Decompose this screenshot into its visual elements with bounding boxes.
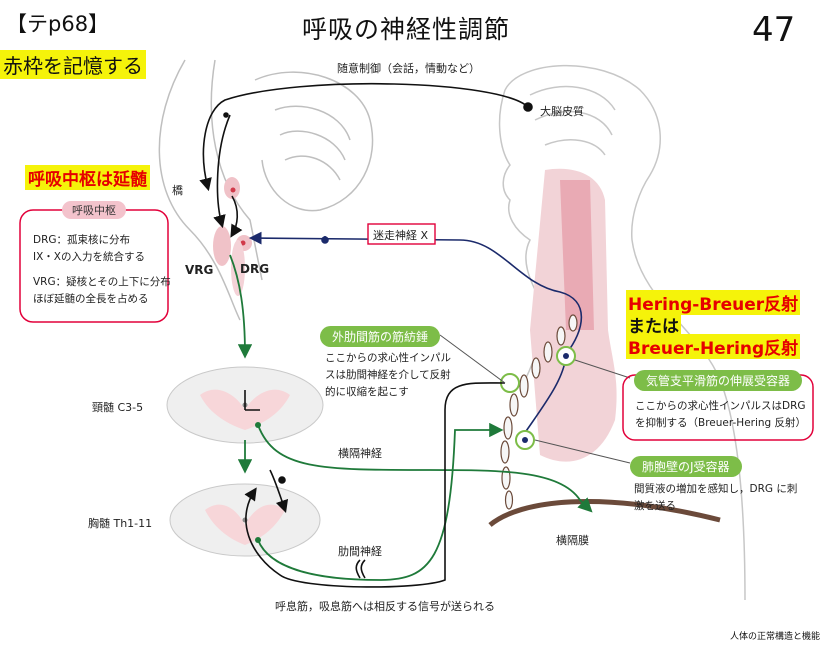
vrg-label: VRG — [185, 263, 214, 277]
reflex-note-2: または — [626, 312, 681, 337]
page-number: 47 — [752, 10, 796, 50]
stretch-pill: 気管支平滑筋の伸展受容器 — [634, 370, 803, 391]
cervical-label: 頸髄 C3-5 — [92, 401, 144, 414]
footer-credit: 人体の正常構造と機能 — [730, 632, 821, 642]
thoracic-label: 胸髄 Th1-11 — [88, 517, 153, 530]
vagus-label-frame — [367, 223, 436, 245]
cortex-label: 大脳皮質 — [540, 105, 584, 118]
motor-pathway — [229, 254, 593, 581]
drg-desc-2: IX・Xの入力を統合する — [33, 251, 145, 263]
diaphragm-curve — [488, 499, 721, 527]
spindle-line-1: ここからの求心性インパル — [325, 352, 451, 364]
intercostal-afferent — [244, 382, 506, 588]
vrg-desc-1: VRG：疑核とその上下に分布 — [33, 276, 171, 288]
center-note: 呼吸中枢は延髄 — [25, 165, 150, 190]
callout-leaders — [439, 334, 631, 464]
jrec-pill: 肺胞壁のJ受容器 — [630, 456, 742, 477]
vagus-label: 迷走神経 X — [373, 229, 429, 242]
drg-desc-1: DRG：孤束核に分布 — [33, 234, 131, 246]
pons-label: 橋 — [172, 184, 183, 197]
vrg-marker — [213, 226, 231, 266]
center-pill: 呼吸中枢 — [62, 201, 126, 219]
reflex-note-3: Breuer-Hering反射 — [626, 334, 801, 359]
center-box-text: DRG：孤束核に分布 IX・Xの入力を統合する VRG：疑核とその上下に分布 ほ… — [33, 232, 171, 308]
brainstem-illustration — [158, 59, 374, 321]
spindle-pill: 外肋間筋の筋紡錘 — [320, 326, 441, 347]
stretch-line-2: を抑制する（Breuer-Hering 反射） — [635, 417, 807, 429]
bottom-note: 呼息筋，吸息筋へは相反する信号が送られる — [275, 600, 495, 613]
page-title: 呼吸の神経性調節 — [302, 15, 511, 44]
jrec-line-1: 間質液の増加を感知し，DRG に刺 — [634, 483, 798, 495]
voluntary-pathway — [199, 82, 533, 238]
memorize-note: 赤枠を記憶する — [0, 50, 146, 79]
section-tag: 【テp68】 — [6, 12, 110, 36]
spindle-text: ここからの求心性インパル スは肋間神経を介して反射 的に収縮を起こす — [325, 350, 451, 401]
stretch-line-1: ここからの求心性インパルスはDRG — [635, 400, 806, 412]
spindle-line-3: 的に収縮を起こす — [325, 386, 409, 398]
stretch-text: ここからの求心性インパルスはDRG を抑制する（Breuer-Hering 反射… — [635, 398, 806, 432]
jrec-line-2: 激を送る — [634, 500, 676, 512]
jrec-text: 間質液の増加を感知し，DRG に刺 激を送る — [634, 481, 797, 515]
diaphragm-label: 横隔膜 — [556, 534, 589, 547]
phrenic-label: 横隔神経 — [338, 447, 382, 460]
intercostal-label: 肋間神経 — [338, 545, 382, 558]
spindle-line-2: スは肋間神経を介して反射 — [325, 369, 451, 381]
vrg-desc-2: ほぼ延髄の全長を占める — [33, 293, 149, 305]
voluntary-label: 随意制御（会話，情動など） — [337, 62, 480, 75]
drg-label: DRG — [240, 262, 270, 276]
reflex-note-1: Hering-Breuer反射 — [626, 290, 801, 315]
